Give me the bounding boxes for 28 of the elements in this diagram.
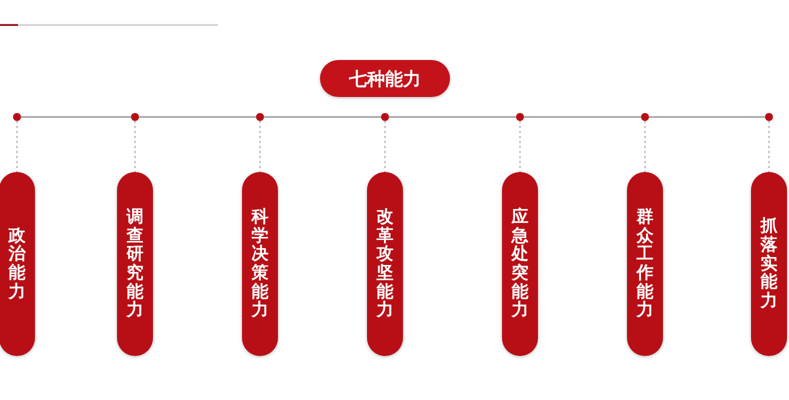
connector-line xyxy=(389,116,516,118)
connector-line xyxy=(524,116,641,118)
dotted-connector xyxy=(134,121,136,172)
connector-line xyxy=(139,116,256,118)
timeline-dot xyxy=(256,113,264,121)
timeline-dot xyxy=(765,113,773,121)
dotted-connector xyxy=(384,121,386,172)
ability-pill: 抓落实能力 xyxy=(751,172,787,356)
ability-pill: 改革攻坚能力 xyxy=(367,172,403,356)
timeline-dot xyxy=(516,113,524,121)
connector-line xyxy=(649,116,765,118)
dotted-connector xyxy=(768,121,770,172)
timeline-dot xyxy=(641,113,649,121)
timeline-dot xyxy=(13,113,21,121)
ability-pill: 科学决策能力 xyxy=(242,172,278,356)
timeline-dot xyxy=(131,113,139,121)
dotted-connector xyxy=(519,121,521,172)
dotted-connector xyxy=(259,121,261,172)
ability-pill: 群众工作能力 xyxy=(627,172,663,356)
ability-pill: 调查研究能力 xyxy=(117,172,153,356)
dotted-connector xyxy=(16,121,18,172)
ability-pill: 应急处突能力 xyxy=(502,172,538,356)
connector-line xyxy=(264,116,381,118)
title-pill: 七种能力 xyxy=(320,60,450,97)
dotted-connector xyxy=(644,121,646,172)
timeline-dot xyxy=(381,113,389,121)
connector-line xyxy=(21,116,131,118)
ability-pill: 政治能力 xyxy=(0,172,35,356)
